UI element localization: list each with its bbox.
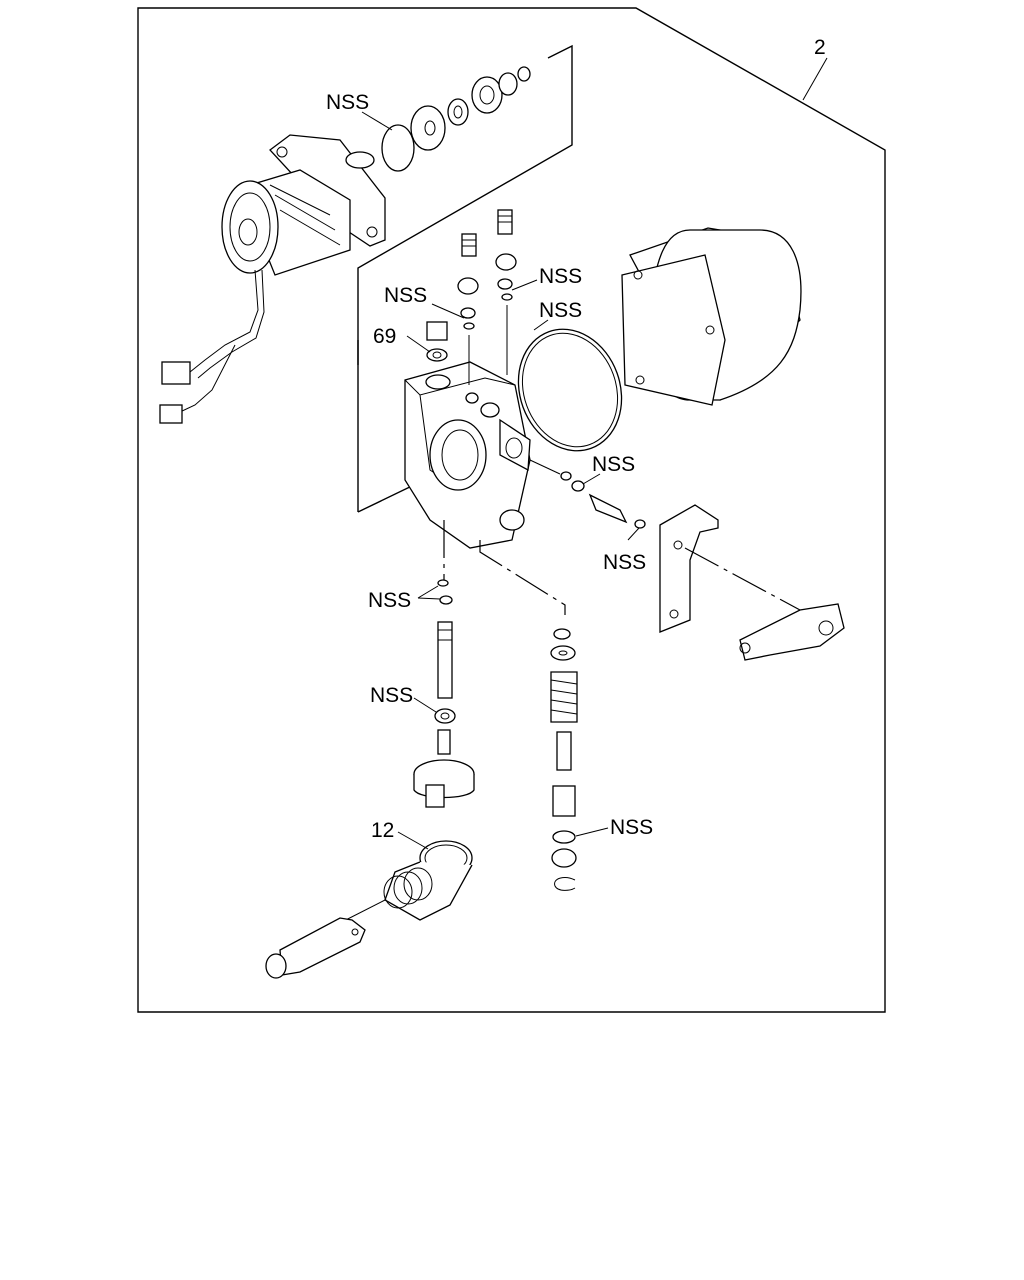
dust-boot-actuator: [265, 840, 473, 979]
mounting-bracket: [659, 504, 719, 633]
leader-lines: [361, 57, 828, 850]
callout-nss-bracket-seal: NSS: [603, 551, 646, 574]
callout-2: 2: [814, 36, 826, 59]
callout-nss-shaft-seals: NSS: [368, 589, 411, 612]
pump-body: [404, 361, 531, 549]
top-fittings: [457, 209, 517, 385]
lever-center-line: [684, 547, 801, 611]
electric-motor: [221, 134, 386, 276]
assembly-boundary: [137, 7, 886, 1013]
callout-nss-gear-seal: NSS: [370, 684, 413, 707]
callout-nss-washer-left: NSS: [384, 284, 427, 307]
lever-link: [739, 603, 845, 661]
callout-nss-washer-right: NSS: [539, 265, 582, 288]
drain-plug: [426, 321, 448, 362]
callout-nss-side-seal: NSS: [592, 453, 635, 476]
reservoir-tank: [621, 227, 802, 406]
drive-gear: [413, 729, 475, 808]
callout-12: 12: [371, 819, 394, 842]
body-gasket: [517, 328, 623, 452]
callout-69: 69: [373, 325, 396, 348]
motor-wire-harness: [159, 269, 265, 424]
callout-nss-gasket: NSS: [539, 299, 582, 322]
valve-spring-stack: [550, 628, 578, 891]
pivot-shaft: [434, 579, 456, 724]
valve-center-line: [479, 540, 566, 615]
side-relief-valve: [529, 459, 646, 529]
callout-nss-valve-seal: NSS: [610, 816, 653, 839]
callout-nss-seal: NSS: [326, 91, 369, 114]
bearing-stack: [381, 66, 531, 172]
